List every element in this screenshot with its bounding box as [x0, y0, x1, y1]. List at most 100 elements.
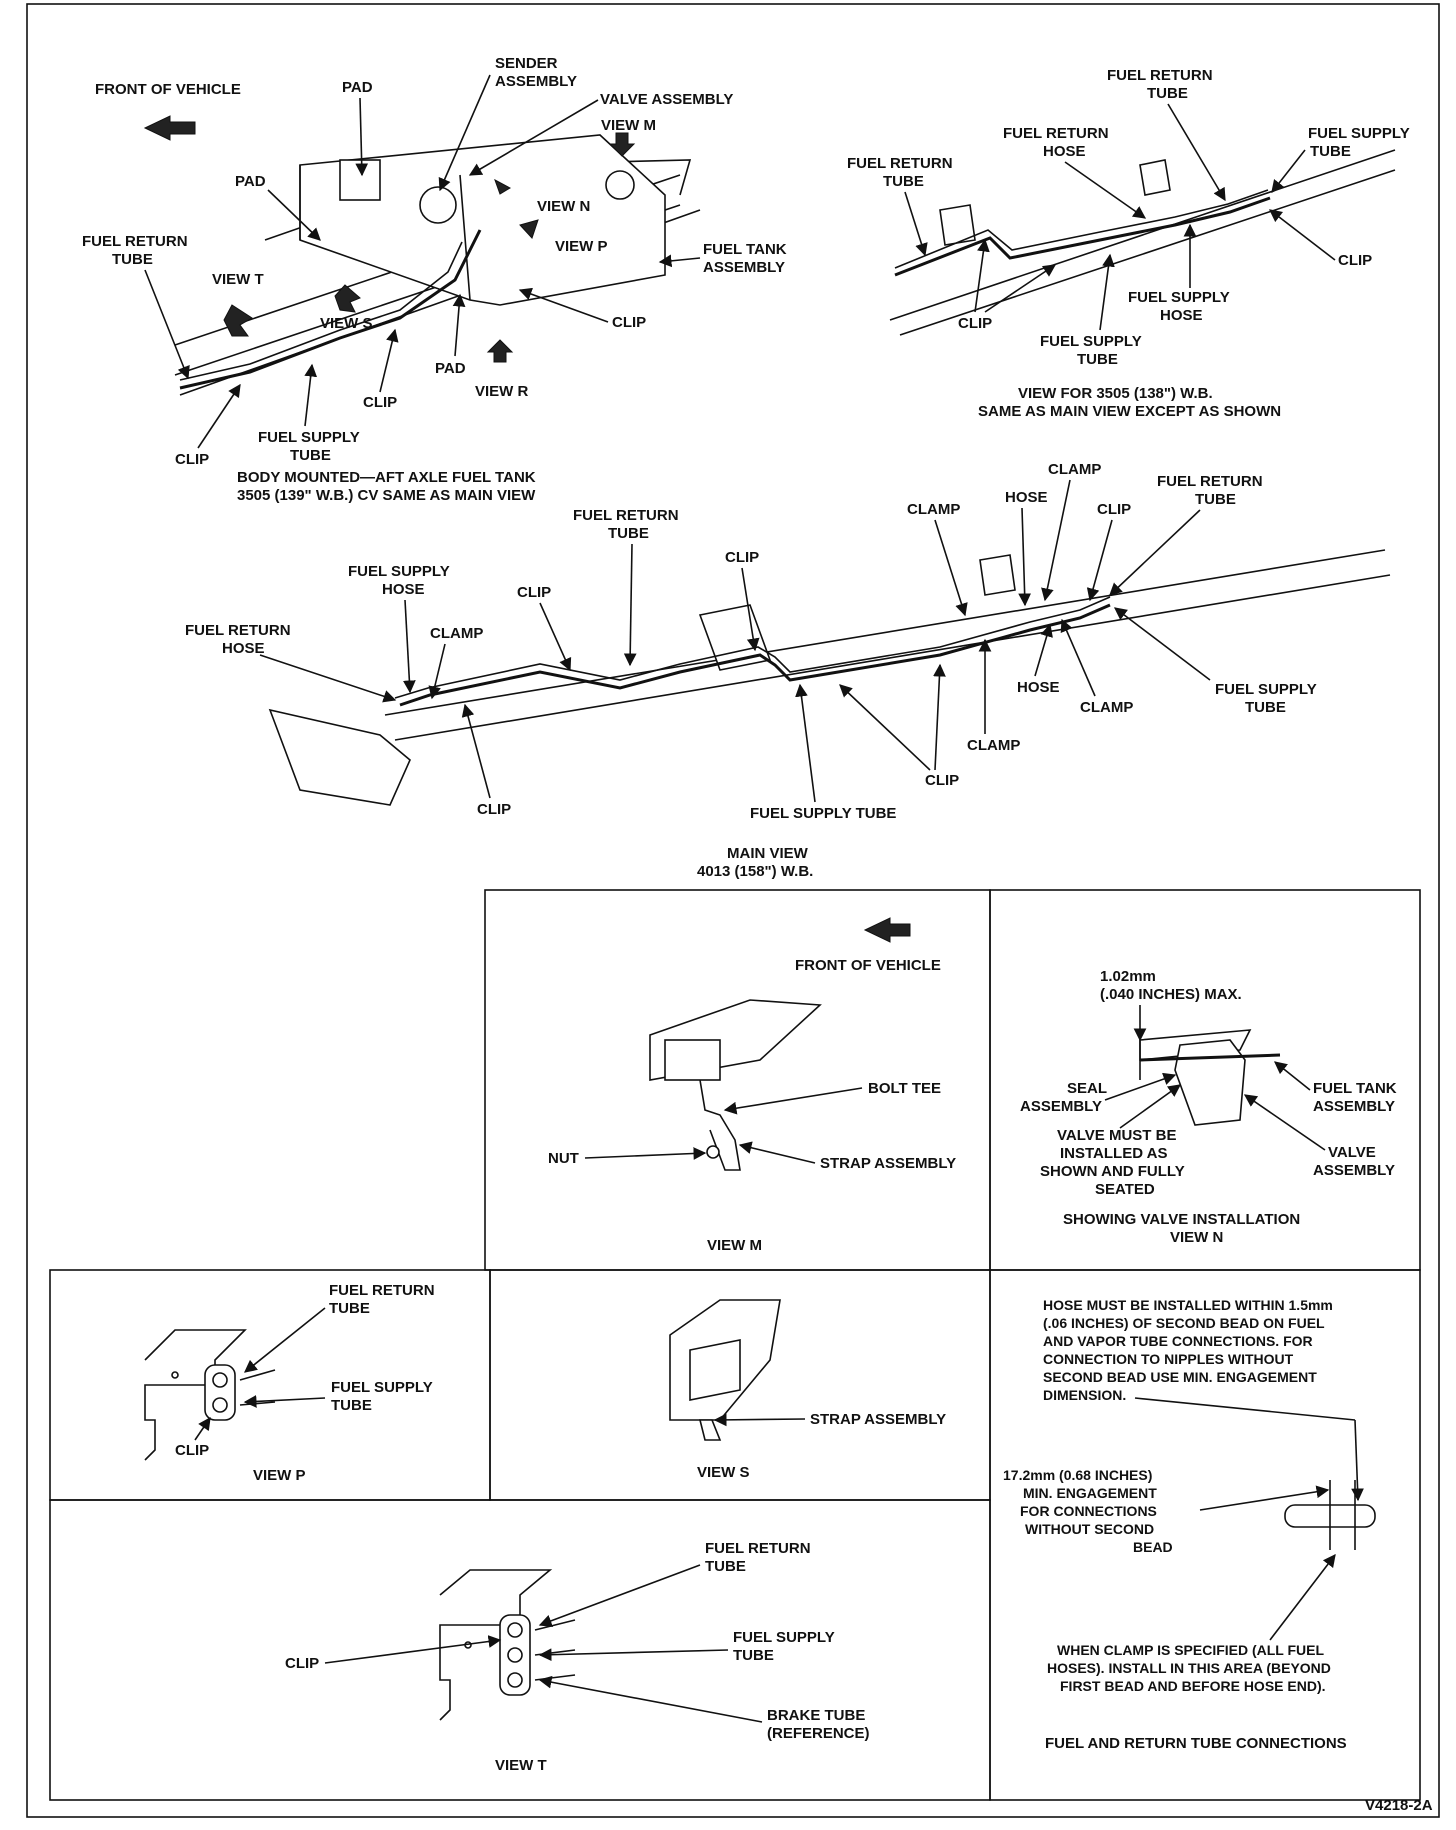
label-ft-eng-5: BEAD: [1133, 1539, 1173, 1555]
label-fuel-tank: FUEL TANK: [703, 241, 787, 258]
tank-edge: [299, 165, 471, 301]
valve-body: [1174, 1039, 1246, 1126]
label-mv-clamp-b: CLAMP: [430, 625, 483, 642]
frame-bracket: [939, 159, 1171, 246]
label-front-of-vehicle: FRONT OF VEHICLE: [95, 81, 241, 98]
label-mv-return-mid: FUEL RETURN: [573, 507, 679, 524]
label-ft-eng-1: 17.2mm (0.68 INCHES): [1003, 1467, 1152, 1483]
label-vn-seal-2: ASSEMBLY: [1020, 1098, 1102, 1115]
label-mv-hose-a: HOSE: [1005, 489, 1048, 506]
caption-body-mounted: BODY MOUNTED—AFT AXLE FUEL TANK: [237, 469, 536, 486]
view-p-tubes: [239, 1369, 276, 1406]
caption-3505-sub: SAME AS MAIN VIEW EXCEPT AS SHOWN: [978, 403, 1281, 420]
label-vt-brake: BRAKE TUBE: [767, 1707, 865, 1724]
label-mv-clamp-a: CLAMP: [907, 501, 960, 518]
label-ft-eng-3: FOR CONNECTIONS: [1020, 1503, 1157, 1519]
label-pad: PAD: [342, 79, 373, 96]
label-mv-return-mid-2: TUBE: [608, 525, 649, 542]
view-t-detail: FUEL RETURN TUBE CLIP FUEL SUPPLY TUBE B…: [285, 1540, 870, 1774]
label-ft-note-2: (.06 INCHES) OF SECOND BEAD ON FUEL: [1043, 1315, 1325, 1331]
label-tr-return-hose-2: HOSE: [1043, 143, 1086, 160]
label-ft-title: FUEL AND RETURN TUBE CONNECTIONS: [1045, 1735, 1347, 1752]
view-s-arrow-icon: [334, 284, 361, 313]
frame-rail-3505: [889, 149, 1396, 336]
label-view-r: VIEW R: [475, 383, 529, 400]
strap-assembly-part: [699, 1079, 741, 1171]
label-tr-supply-bottom-2: TUBE: [1077, 351, 1118, 368]
label-sender: SENDER: [495, 55, 558, 72]
label-vt-supply: FUEL SUPPLY: [733, 1629, 835, 1646]
figure-id: V4218-2A: [1365, 1797, 1433, 1814]
view-p-screw: [171, 1371, 179, 1379]
label-mv-clip-c: CLIP: [517, 584, 551, 601]
label-ft-eng-2: MIN. ENGAGEMENT: [1023, 1485, 1157, 1501]
view-s-bracket: [669, 1299, 781, 1421]
label-vn-note-2: INSTALLED AS: [1060, 1145, 1168, 1162]
view-r-arrow-icon: [486, 339, 514, 363]
label-vm-strap: STRAP ASSEMBLY: [820, 1155, 956, 1172]
main-frame-rail: [384, 549, 1391, 741]
label-vp-supply: FUEL SUPPLY: [331, 1379, 433, 1396]
fuel-return-line-3505: [894, 189, 1269, 269]
view-s-detail: STRAP ASSEMBLY VIEW S: [669, 1299, 946, 1481]
label-vn-max: 1.02mm: [1100, 968, 1156, 985]
label-vn-note-4: SEATED: [1095, 1181, 1155, 1198]
label-vt-return: FUEL RETURN: [705, 1540, 811, 1557]
main-view-4013: CLAMP FUEL RETURN TUBE CLAMP HOSE CLIP F…: [185, 461, 1391, 880]
label-tr-clip-left: CLIP: [958, 315, 992, 332]
fuel-return-line: [179, 241, 463, 381]
view-n-detail: 1.02mm (.040 INCHES) MAX. SEAL ASSEMBLY …: [1020, 968, 1397, 1246]
view-s-strap: [698, 1419, 722, 1441]
label-vn-tank-2: ASSEMBLY: [1313, 1098, 1395, 1115]
label-fuel-supply-tube: TUBE: [290, 447, 331, 464]
caption-main-view: MAIN VIEW: [727, 845, 809, 862]
label-clip-left: CLIP: [175, 451, 209, 468]
label-mv-clip-d: CLIP: [925, 772, 959, 789]
label-mv-return-right-2: TUBE: [1195, 491, 1236, 508]
label-fuel-return: FUEL RETURN: [82, 233, 188, 250]
label-vp-supply-2: TUBE: [331, 1397, 372, 1414]
label-tr-supply-hose-2: HOSE: [1160, 307, 1203, 324]
label-vp-return-2: TUBE: [329, 1300, 370, 1317]
label-pad-left: PAD: [235, 173, 266, 190]
label-tr-return: FUEL RETURN: [1107, 67, 1213, 84]
label-vn-tank: FUEL TANK: [1313, 1080, 1397, 1097]
label-vn-valve-2: ASSEMBLY: [1313, 1162, 1395, 1179]
label-tr-return-left-2: TUBE: [883, 173, 924, 190]
label-view-t: VIEW T: [212, 271, 264, 288]
label-vn-title-2: VIEW N: [1170, 1229, 1223, 1246]
label-mv-return-right: FUEL RETURN: [1157, 473, 1263, 490]
label-fuel-tank-assembly: ASSEMBLY: [703, 259, 785, 276]
label-clip-mid: CLIP: [363, 394, 397, 411]
caption-3505: VIEW FOR 3505 (138") W.B.: [1018, 385, 1213, 402]
label-ft-clamp-1: WHEN CLAMP IS SPECIFIED (ALL FUEL: [1057, 1642, 1324, 1658]
sender-assembly: [419, 186, 457, 224]
label-mv-supply-tube: FUEL SUPPLY TUBE: [750, 805, 896, 822]
view-m-arrow-icon: [608, 132, 636, 157]
label-vn-seal: SEAL: [1067, 1080, 1107, 1097]
label-mv-supply-right: FUEL SUPPLY: [1215, 681, 1317, 698]
label-pad-bottom: PAD: [435, 360, 466, 377]
fuel-supply-line-3505: [894, 196, 1271, 277]
view-m-detail: FRONT OF VEHICLE BOLT TEE NUT STRAP ASSE…: [548, 917, 956, 1254]
fuel-supply-line: [179, 229, 482, 390]
label-vn-valve: VALVE: [1328, 1144, 1376, 1161]
label-vt-return-2: TUBE: [705, 1558, 746, 1575]
label-vp-return: FUEL RETURN: [329, 1282, 435, 1299]
label-view-n: VIEW N: [537, 198, 590, 215]
label-mv-supply-hose-2: HOSE: [382, 581, 425, 598]
label-ft-clamp-2: HOSES). INSTALL IN THIS AREA (BEYOND: [1047, 1660, 1331, 1676]
label-vn-note-1: VALVE MUST BE: [1057, 1127, 1176, 1144]
label-vm-bolt-tee: BOLT TEE: [868, 1080, 941, 1097]
label-tr-supply-tube-2: TUBE: [1310, 143, 1351, 160]
body-mounted-tank-view: FRONT OF VEHICLE PAD SENDER ASSEMBLY VAL…: [82, 55, 787, 504]
nut-part: [706, 1145, 720, 1159]
label-ft-note-4: CONNECTION TO NIPPLES WITHOUT: [1043, 1351, 1294, 1367]
label-mv-supply-right-2: TUBE: [1245, 699, 1286, 716]
label-mv-supply-hose: FUEL SUPPLY: [348, 563, 450, 580]
label-tr-return-hose: FUEL RETURN: [1003, 125, 1109, 142]
label-sender-assembly: ASSEMBLY: [495, 73, 577, 90]
label-mv-return-hose: FUEL RETURN: [185, 622, 291, 639]
label-ft-note-3: AND VAPOR TUBE CONNECTIONS. FOR: [1043, 1333, 1313, 1349]
label-tr-clip-right: CLIP: [1338, 252, 1372, 269]
